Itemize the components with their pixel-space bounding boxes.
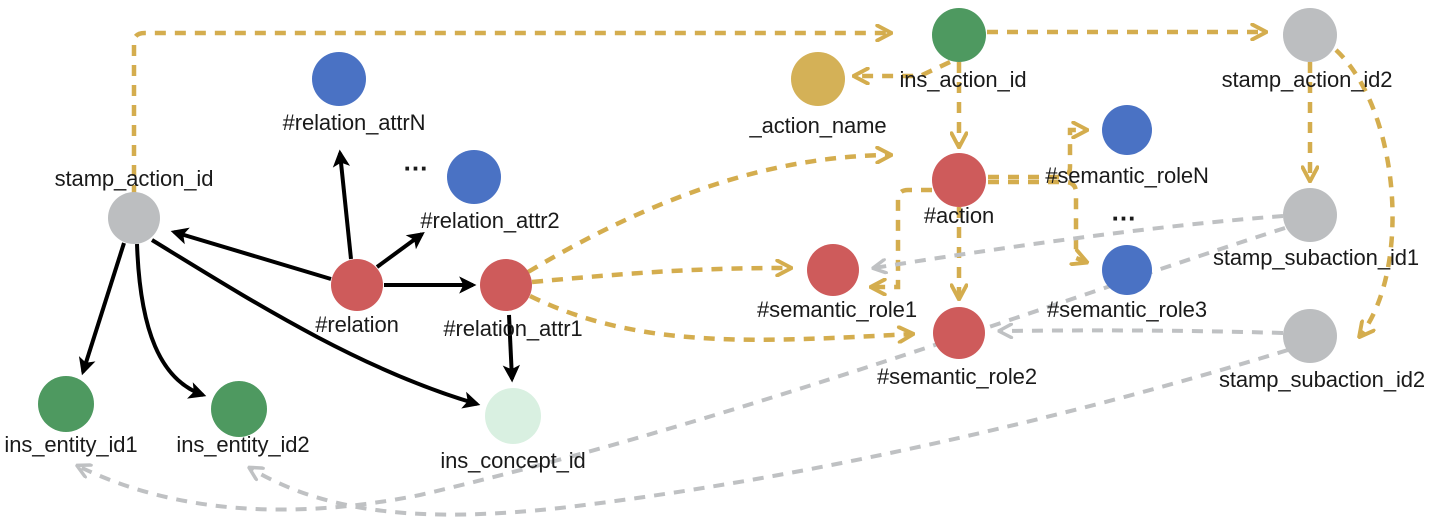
edge-stamp_subaction_id1-semantic_role1	[874, 214, 1284, 268]
node-ins_concept_id[interactable]	[485, 388, 541, 444]
edge-stamp_action_id2-stamp_subaction_id2	[1334, 48, 1395, 336]
node-semantic_role3[interactable]	[1102, 245, 1152, 295]
node-label-relation: #relation	[315, 312, 399, 337]
node-relation[interactable]	[331, 259, 383, 311]
node-label-semantic_roleN: #semantic_roleN	[1045, 163, 1209, 188]
node-label-relation_attrN: #relation_attrN	[282, 110, 426, 135]
node-label-stamp_action_id2: stamp_action_id2	[1221, 67, 1393, 92]
node-action_name[interactable]	[791, 52, 845, 106]
ellipsis-semantic-roles: ...	[1111, 196, 1137, 227]
node-label-ins_action_id: ins_action_id	[899, 67, 1027, 92]
node-ins_entity_id2[interactable]	[211, 381, 267, 437]
ellipsis-relation-attrs: ...	[403, 146, 429, 177]
node-label-stamp_subaction_id2: stamp_subaction_id2	[1218, 367, 1426, 392]
node-semantic_roleN[interactable]	[1102, 105, 1152, 155]
edge-action-semantic_role1	[872, 187, 932, 287]
node-stamp_action_id2[interactable]	[1283, 8, 1337, 62]
edge-stamp_action_id-ins_entity_id1	[78, 242, 126, 376]
node-semantic_role2[interactable]	[933, 307, 985, 359]
edge-stamp_subaction_id2-semantic_role2	[1000, 330, 1284, 333]
node-label-semantic_role1: #semantic_role1	[757, 297, 917, 322]
node-label-ins_entity_id1: ins_entity_id1	[4, 432, 138, 457]
edge-relation_attr1-semantic_role2	[529, 293, 912, 340]
node-label-stamp_subaction_id1: stamp_subaction_id1	[1212, 245, 1420, 270]
node-group	[38, 8, 1337, 444]
node-stamp_subaction_id1[interactable]	[1283, 188, 1337, 242]
node-label-relation_attr1: #relation_attr1	[443, 316, 583, 341]
node-label-relation_attr2: #relation_attr2	[420, 208, 560, 233]
edge-stamp_subaction_id1-ins_entity_id1	[78, 226, 1286, 512]
node-ins_action_id[interactable]	[932, 8, 986, 62]
node-label-semantic_role2: #semantic_role2	[877, 364, 1037, 389]
node-relation_attrN[interactable]	[312, 52, 366, 106]
edge-relation-relation_attrN	[332, 149, 353, 260]
edge-stamp_action_id-ins_concept_id	[150, 238, 481, 409]
node-relation_attr1[interactable]	[480, 259, 532, 311]
node-label-ins_concept_id: ins_concept_id	[440, 448, 586, 473]
node-label-action: #action	[923, 203, 995, 228]
gray-edge-group	[78, 214, 1289, 517]
edge-relation-relation_attr2	[375, 231, 425, 269]
node-ins_entity_id1[interactable]	[38, 376, 94, 432]
node-stamp_action_id[interactable]	[108, 192, 160, 244]
node-action[interactable]	[932, 153, 986, 207]
edge-action-semantic_role3	[988, 179, 1086, 262]
node-label-stamp_action_id: stamp_action_id	[54, 166, 214, 191]
edge-relation_attr1-ins_concept_id	[502, 314, 521, 383]
node-label-ins_entity_id2: ins_entity_id2	[176, 432, 310, 457]
node-label-semantic_role3: #semantic_role3	[1047, 297, 1207, 322]
edge-stamp_action_id-ins_action_id	[131, 33, 890, 196]
black-edge-group	[78, 149, 521, 409]
edge-action-semantic_roleN	[988, 130, 1086, 180]
edge-stamp_action_id-ins_entity_id2	[135, 243, 207, 399]
edge-stamp_subaction_id2-ins_entity_id2	[250, 348, 1289, 517]
edge-relation-stamp_action_id	[170, 227, 332, 281]
node-stamp_subaction_id2[interactable]	[1283, 309, 1337, 363]
node-relation_attr2[interactable]	[447, 150, 501, 204]
gold-edge-group	[131, 32, 1395, 340]
node-label-action_name: _action_name	[749, 113, 887, 138]
edge-relation_attr1-semantic_role1	[531, 268, 790, 285]
node-semantic_role1[interactable]	[807, 244, 859, 296]
